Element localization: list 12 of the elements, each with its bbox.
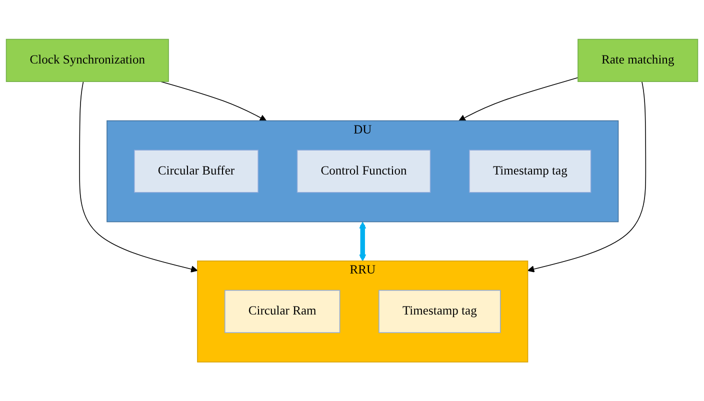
arrow xyxy=(359,222,366,262)
node-box: Circular Buffer xyxy=(134,150,258,193)
arrow xyxy=(160,81,267,121)
node-box: Circular Ram xyxy=(224,290,340,333)
node-box: Timestamp tag xyxy=(378,290,501,333)
arrow xyxy=(527,81,646,272)
node-box: Rate matching xyxy=(578,38,698,82)
node-box: Clock Synchronization xyxy=(6,38,169,82)
node-box: Timestamp tag xyxy=(469,150,592,193)
arrow xyxy=(79,81,198,272)
arrow xyxy=(458,77,578,121)
node-box: Control Function xyxy=(296,150,431,193)
